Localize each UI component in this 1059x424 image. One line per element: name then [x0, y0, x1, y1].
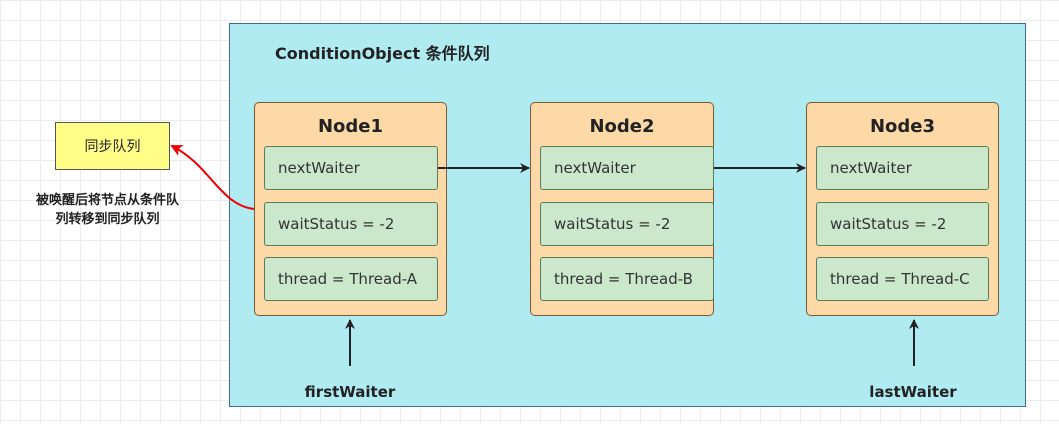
- transfer-note-line-2: 列转移到同步队列: [55, 212, 160, 227]
- node-1-title: Node1: [317, 116, 384, 137]
- node-2-thread: thread = Thread-B: [540, 257, 714, 301]
- last-waiter-label: lastWaiter: [869, 383, 957, 401]
- node-3-next-waiter: nextWaiter: [816, 146, 989, 190]
- node-3-title: Node3: [869, 116, 936, 137]
- first-waiter-label: firstWaiter: [304, 383, 396, 401]
- container-title: ConditionObject 条件队列: [275, 44, 490, 63]
- node-3-thread: thread = Thread-C: [816, 257, 989, 301]
- node-2-next-waiter: nextWaiter: [540, 146, 714, 190]
- transfer-arrow: [170, 145, 255, 210]
- transfer-note: 被唤醒后将节点从条件队 列转移到同步队列: [10, 191, 205, 229]
- transfer-note-line-1: 被唤醒后将节点从条件队: [35, 193, 179, 208]
- node-1-thread: thread = Thread-A: [264, 257, 438, 301]
- node-2-wait-status: waitStatus = -2: [540, 202, 714, 246]
- node-1-next-waiter: nextWaiter: [264, 146, 438, 190]
- node-3-wait-status: waitStatus = -2: [816, 202, 989, 246]
- node-2-title: Node2: [589, 116, 655, 137]
- node-1-wait-status: waitStatus = -2: [264, 202, 438, 246]
- sync-queue-box[interactable]: 同步队列: [55, 122, 170, 170]
